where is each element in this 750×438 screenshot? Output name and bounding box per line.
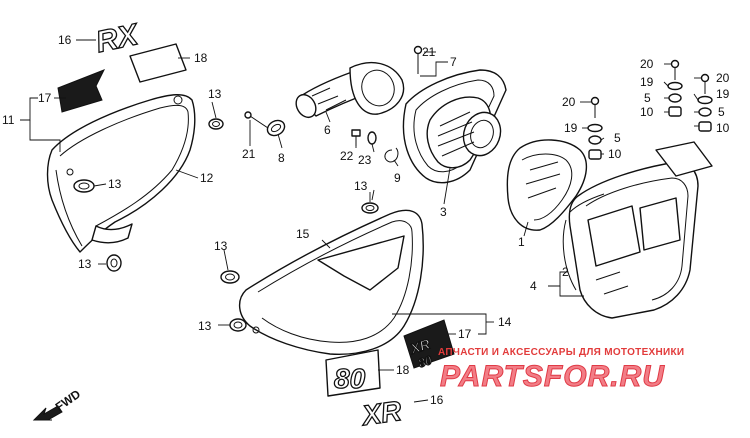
grommet-13-case xyxy=(361,202,379,214)
callout-4: 4 xyxy=(530,279,537,293)
filter-sponge-1 xyxy=(506,139,587,231)
watermark-logo: PARTSFOR.RU xyxy=(440,360,665,393)
watermark: АПЧАСТИ И АКСЕССУАРЫ ДЛЯ МОТОТЕХНИКИ PAR… xyxy=(438,347,684,394)
callout-20-outer: 20 xyxy=(716,71,730,85)
side-badge-17: XR 80 xyxy=(403,319,455,371)
callout-7: 7 xyxy=(450,55,457,69)
xr-emblem-16: XR xyxy=(358,394,405,432)
callout-10-center: 10 xyxy=(608,147,622,161)
right-side-cover-15 xyxy=(239,209,424,355)
plate-18-left xyxy=(129,43,187,83)
fwd-marker: FWD xyxy=(32,387,84,421)
callout-11: 11 xyxy=(2,113,15,127)
air-filter-element-3 xyxy=(426,96,502,169)
grommet-13-upper xyxy=(208,118,224,130)
callout-19-outer: 19 xyxy=(716,87,730,101)
grommet-13-right-upper xyxy=(220,270,240,284)
gasket-2 xyxy=(562,193,605,291)
callout-13-lower-left: 13 xyxy=(78,257,92,271)
svg-text:XR: XR xyxy=(408,335,433,357)
callout-5-outer: 5 xyxy=(718,105,725,119)
hardware-stack-center xyxy=(587,96,603,160)
side-decal-17-left xyxy=(57,69,106,113)
hardware-stack-right-inner xyxy=(667,59,683,117)
callout-16-bottom: 16 xyxy=(430,393,444,407)
callout-6: 6 xyxy=(324,123,331,137)
callout-labels: 16 18 17 11 13 13 13 12 21 8 6 21 7 22 2… xyxy=(2,33,730,407)
hose-clamp-8 xyxy=(266,119,286,137)
clip-9 xyxy=(384,147,399,163)
svg-text:80: 80 xyxy=(334,363,366,394)
callout-10-outer: 10 xyxy=(716,121,730,135)
callout-10-inner: 10 xyxy=(640,105,654,119)
callout-15: 15 xyxy=(296,227,310,241)
callout-16-top-left: 16 xyxy=(58,33,72,47)
bolt-21-case xyxy=(413,45,423,74)
callout-13-right-lower: 13 xyxy=(198,319,212,333)
callout-1: 1 xyxy=(518,235,525,249)
callout-13-case: 13 xyxy=(354,179,368,193)
callout-18-top-left: 18 xyxy=(194,51,208,65)
rx-emblem-16: RX xyxy=(93,17,144,60)
grommet-13-lower-left xyxy=(106,254,122,272)
svg-text:80: 80 xyxy=(416,353,433,371)
leader-lines xyxy=(20,39,701,403)
callout-20-center: 20 xyxy=(562,95,576,109)
left-side-cover xyxy=(46,94,196,253)
air-box-4 xyxy=(568,141,713,319)
callout-19-inner: 19 xyxy=(640,75,654,89)
svg-text:FWD: FWD xyxy=(53,387,84,414)
callout-2: 2 xyxy=(562,265,569,279)
callout-21-case-bolt: 21 xyxy=(422,45,436,59)
callout-14: 14 xyxy=(498,315,512,329)
screw-21-clamp xyxy=(244,111,269,129)
callout-13-left-cover: 13 xyxy=(108,177,122,191)
callout-5-center: 5 xyxy=(614,131,621,145)
callout-18-number-plate: 18 xyxy=(396,363,410,377)
number-plate-18: 80 xyxy=(325,349,381,397)
intake-tube-6 xyxy=(295,61,405,119)
callout-12: 12 xyxy=(200,171,214,185)
callout-17-top-left: 17 xyxy=(38,91,52,105)
grommet-13-right-lower xyxy=(229,318,247,332)
callout-21-clamp-screw: 21 xyxy=(242,147,256,161)
svg-text:RX: RX xyxy=(93,18,143,59)
watermark-subtitle: АПЧАСТИ И АКСЕССУАРЫ ДЛЯ МОТОТЕХНИКИ xyxy=(438,347,684,358)
callout-22: 22 xyxy=(340,149,354,163)
svg-text:XR: XR xyxy=(358,395,404,431)
callout-5-inner: 5 xyxy=(644,91,651,105)
bolt-22 xyxy=(351,129,361,146)
callout-3: 3 xyxy=(440,205,447,219)
callout-13-upper: 13 xyxy=(208,87,222,101)
callout-8: 8 xyxy=(278,151,285,165)
grommet-13-left-cover xyxy=(73,179,95,193)
hardware-stack-right-outer xyxy=(697,73,713,132)
callout-19-center: 19 xyxy=(564,121,578,135)
callout-23: 23 xyxy=(358,153,372,167)
callout-17-side-badge: 17 xyxy=(458,327,472,341)
callout-20-inner: 20 xyxy=(640,57,654,71)
callout-9: 9 xyxy=(394,171,401,185)
washer-23 xyxy=(367,131,377,145)
callout-13-right-upper: 13 xyxy=(214,239,228,253)
